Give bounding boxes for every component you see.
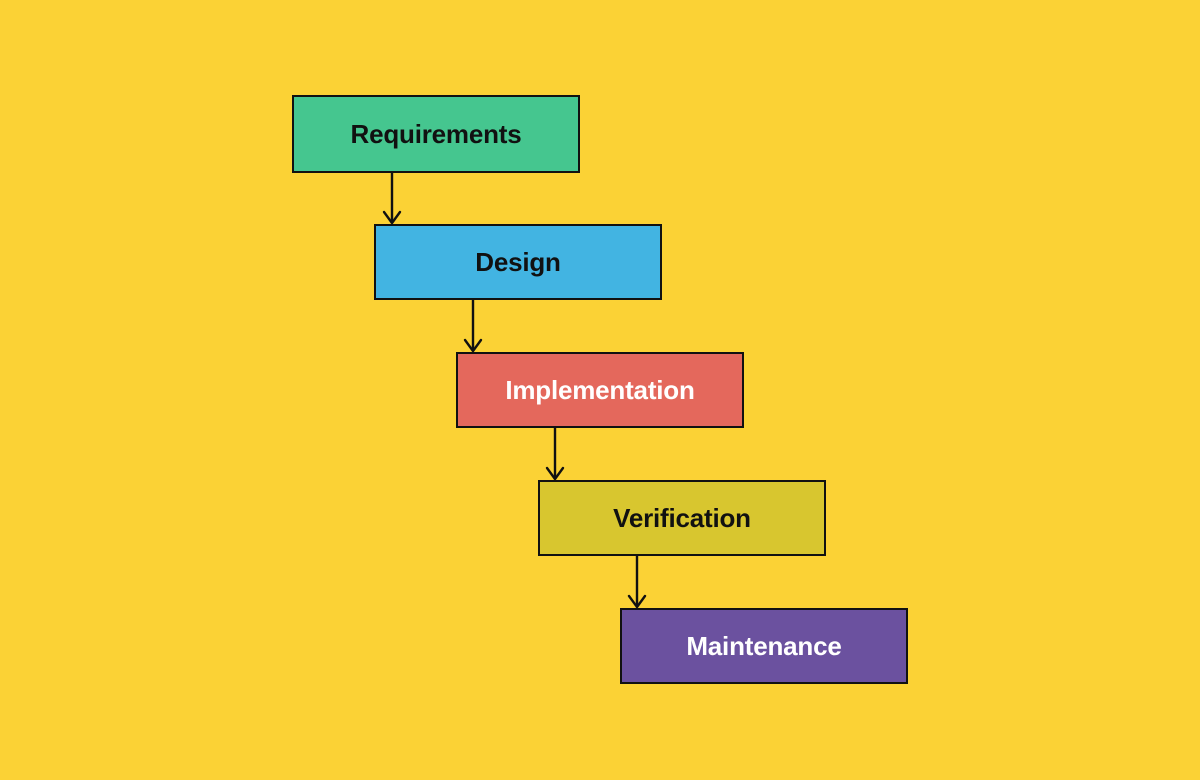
arrowhead-icon <box>545 466 565 481</box>
edge-requirements-to-design <box>382 173 402 225</box>
edge-design-to-implementation <box>463 300 483 353</box>
node-implementation[interactable]: Implementation <box>456 352 744 428</box>
node-verification-label: Verification <box>613 503 751 533</box>
node-requirements-label: Requirements <box>350 119 522 149</box>
node-design-label: Design <box>475 247 561 277</box>
node-maintenance[interactable]: Maintenance <box>620 608 908 684</box>
arrowhead-icon <box>463 338 483 353</box>
node-verification[interactable]: Verification <box>538 480 826 556</box>
node-design[interactable]: Design <box>374 224 662 300</box>
node-requirements[interactable]: Requirements <box>292 95 580 173</box>
edge-verification-to-maintenance <box>627 556 647 609</box>
edge-implementation-to-verification <box>545 428 565 481</box>
arrowhead-icon <box>627 594 647 609</box>
node-maintenance-label: Maintenance <box>686 631 842 661</box>
arrowhead-icon <box>382 210 402 225</box>
node-implementation-label: Implementation <box>505 375 695 405</box>
